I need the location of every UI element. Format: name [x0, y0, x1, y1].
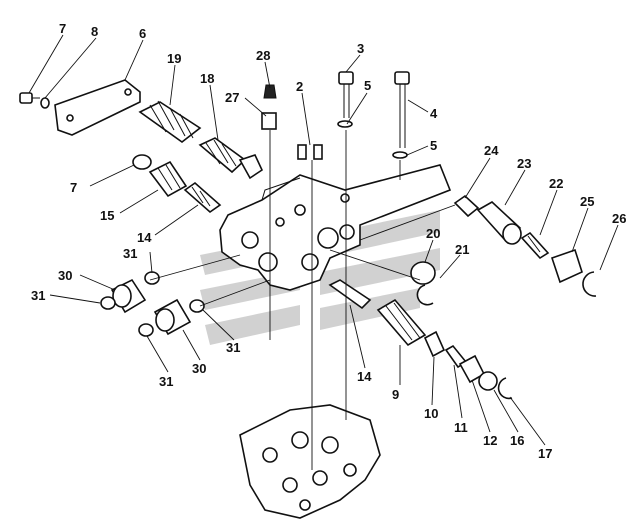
- label-part-24: 23: [517, 156, 531, 171]
- label-part-15: 14: [357, 369, 372, 384]
- label-part-12: 11: [454, 420, 468, 435]
- assembly-lines: [149, 130, 456, 470]
- label-part-13: 12: [483, 433, 497, 448]
- leader-lines: [28, 34, 619, 446]
- bolt-4: [394, 71, 410, 148]
- label-part-10: 9: [392, 387, 399, 402]
- bolt-8: [19, 92, 40, 104]
- fitting-2: [297, 144, 323, 160]
- valve-body-lower: [239, 404, 381, 519]
- plug-21: [410, 261, 436, 285]
- label-part-29: 28: [256, 48, 270, 63]
- o-ring-17: [478, 371, 498, 391]
- label-part-20: 19: [167, 51, 181, 66]
- label-part-3: 3: [357, 41, 364, 56]
- cover-plate-6: [54, 79, 141, 136]
- o-ring-31-b: [100, 296, 116, 310]
- label-part-27: 26: [612, 211, 626, 226]
- label-part-30-upper: 30: [58, 268, 72, 283]
- label-part-4: 4: [430, 106, 438, 121]
- label-part-19: 18: [200, 71, 214, 86]
- bolt-3: [338, 71, 354, 118]
- label-part-25: 24: [484, 143, 499, 158]
- label-part-28: 27: [225, 90, 239, 105]
- piston-16: [148, 160, 188, 198]
- plug-28: [261, 112, 277, 130]
- label-part-18: 17: [538, 446, 552, 461]
- spring-23: [520, 231, 550, 260]
- plug-26: [550, 248, 583, 284]
- plug-29: [263, 84, 277, 99]
- snap-ring-18: [497, 377, 513, 400]
- o-ring-7: [132, 154, 152, 170]
- valve-24: [476, 201, 522, 245]
- label-part-30-lower: 30: [192, 361, 206, 376]
- label-part-31-a: 31: [123, 246, 137, 261]
- label-part-17: 16: [510, 433, 524, 448]
- label-part-7: 7: [70, 180, 77, 195]
- spring-25: [453, 194, 480, 218]
- spool-20: [138, 100, 202, 143]
- label-part-31-b: 31: [31, 288, 45, 303]
- label-part-31-c: 31: [159, 374, 173, 389]
- washers-5: [337, 120, 408, 159]
- snap-ring-27: [582, 271, 597, 297]
- label-part-5-right: 5: [430, 138, 437, 153]
- label-part-26: 25: [580, 194, 594, 209]
- snap-ring-22: [416, 284, 434, 306]
- label-part-9: 8: [91, 24, 98, 39]
- o-ring-31-d: [138, 323, 154, 337]
- spring-14: [183, 181, 222, 214]
- valve-body-upper: [219, 164, 452, 291]
- label-part-14: 14: [137, 230, 152, 245]
- label-part-5-top: 5: [364, 78, 371, 93]
- spool-10: [376, 298, 427, 347]
- label-part-22: 21: [455, 242, 469, 257]
- label-part-8: 7: [59, 21, 66, 36]
- washer-9: [40, 97, 50, 109]
- spool-15: [328, 279, 372, 310]
- spring-11: [423, 330, 446, 358]
- label-part-21: 20: [426, 226, 440, 241]
- cylinder-30-lower: [153, 298, 192, 336]
- spring-19: [198, 137, 264, 180]
- o-ring-31-c: [189, 299, 205, 313]
- label-part-23: 22: [549, 176, 563, 191]
- label-part-2: 2: [296, 79, 303, 94]
- label-part-16: 15: [100, 208, 114, 223]
- cylinder-30-upper: [110, 278, 147, 314]
- label-part-11: 10: [424, 406, 438, 421]
- label-part-6: 6: [139, 26, 146, 41]
- label-part-31-d: 31: [226, 340, 240, 355]
- part-labels: 7 8 6 19 18 28 27 2 3 5 4 5 7 15 14 31 3…: [31, 21, 626, 461]
